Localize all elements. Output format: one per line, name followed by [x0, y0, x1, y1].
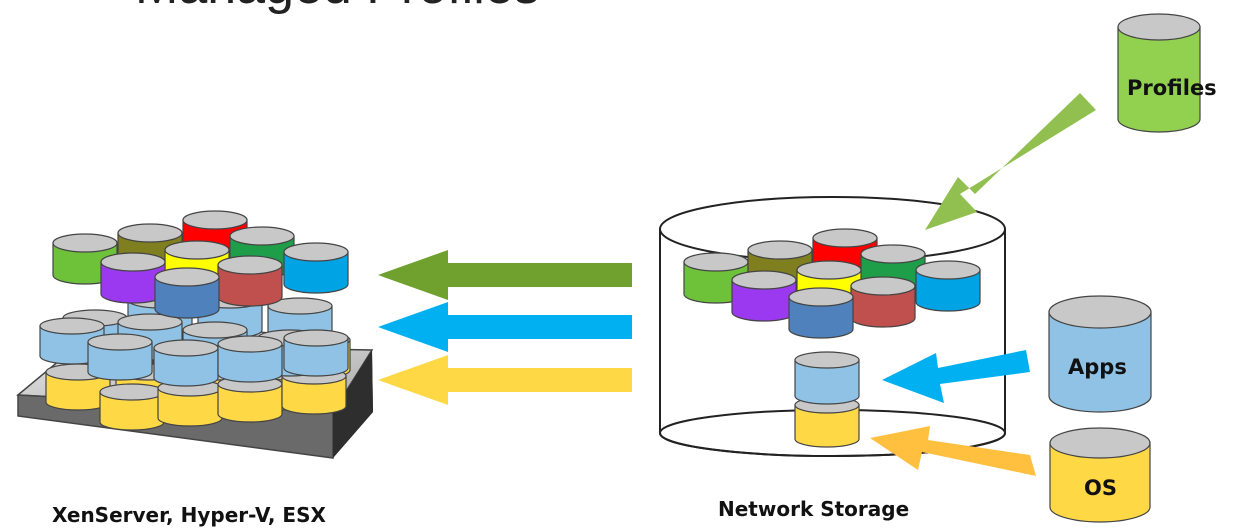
- storage-apps-cylinder: [794, 351, 860, 405]
- server-os-cylinder: [99, 383, 165, 431]
- server-apps-cylinder: [87, 333, 153, 381]
- server-os-cylinder: [157, 379, 223, 427]
- profiles-label: Profiles: [1127, 76, 1217, 100]
- page-title: Managed Profiles: [135, 0, 540, 16]
- apps-source-cylinder: [1048, 295, 1152, 413]
- os-to-storage-arrow: [870, 426, 1036, 476]
- apps-label: Apps: [1068, 355, 1127, 379]
- flow-arrows: [378, 250, 632, 405]
- profiles-flow-arrow: [378, 250, 632, 300]
- server-apps-cylinder: [217, 335, 283, 383]
- apps-to-storage-arrow: [882, 350, 1030, 403]
- storage-cylinder-layer: [683, 228, 981, 448]
- source-cylinders: [1048, 13, 1201, 523]
- server-apps-cylinder: [153, 339, 219, 387]
- storage-profile-cylinder: [915, 260, 981, 312]
- storage-label: Network Storage: [718, 497, 910, 521]
- profiles-source-cylinder: [1117, 13, 1201, 133]
- server-profile-cylinder: [283, 242, 349, 294]
- server-label: XenServer, Hyper-V, ESX: [52, 503, 326, 527]
- server-profile-cylinder: [217, 255, 283, 307]
- profiles-to-storage-arrow: [925, 93, 1096, 230]
- os-label: OS: [1084, 476, 1117, 500]
- server-profile-cylinder: [154, 267, 220, 319]
- apps-flow-arrow: [378, 302, 632, 352]
- os-source-cylinder: [1049, 427, 1151, 523]
- server-apps-cylinder: [283, 329, 349, 377]
- storage-profile-cylinder: [788, 287, 854, 339]
- storage-profile-cylinder: [850, 276, 916, 328]
- cylinder-layer: [39, 210, 351, 431]
- os-flow-arrow: [378, 355, 632, 405]
- storage-profile-cylinder: [731, 270, 797, 322]
- server-os-cylinder: [217, 375, 283, 423]
